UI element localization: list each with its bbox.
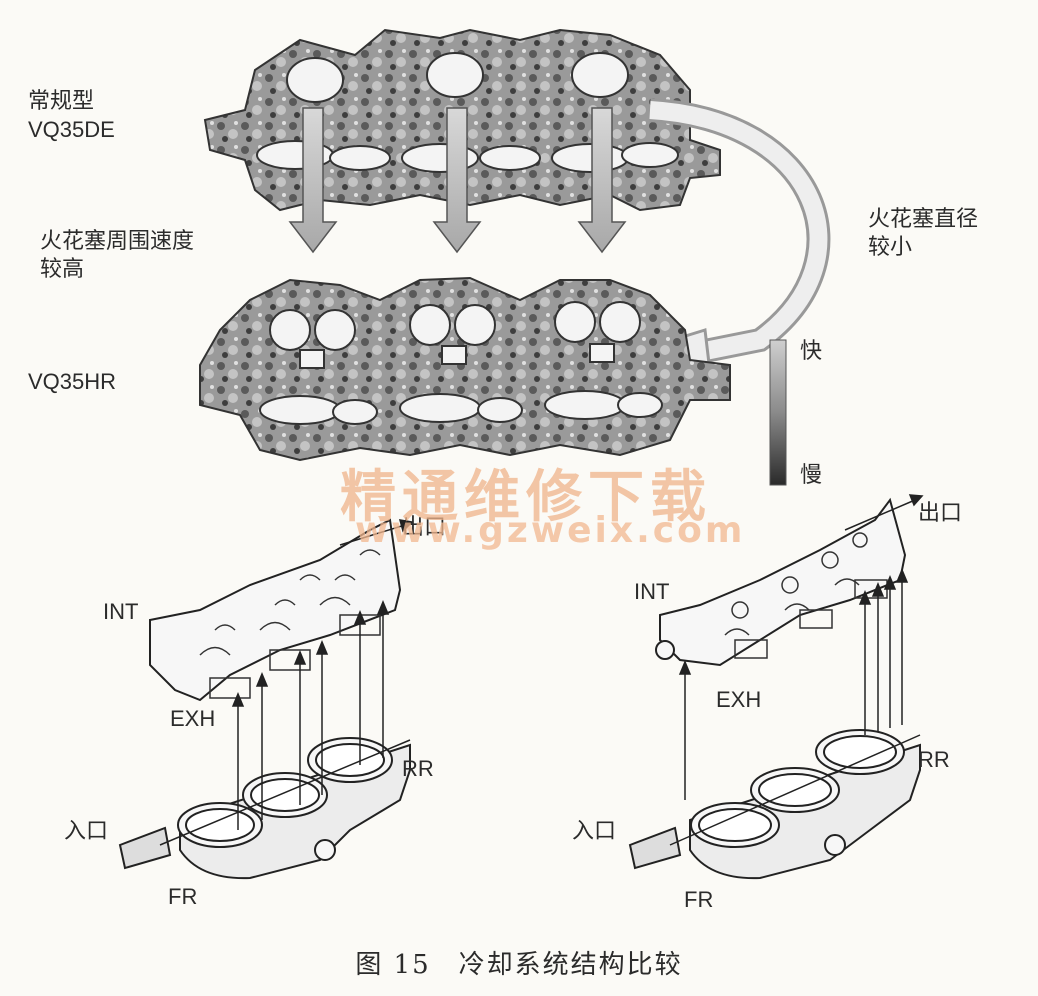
left-outlet-label: 出口 bbox=[402, 515, 447, 540]
left-inlet-label: 入口 bbox=[64, 819, 109, 844]
right-outlet-label: 出口 bbox=[918, 501, 963, 526]
spark-plug-arrows bbox=[288, 107, 627, 254]
vq35de-model-label: VQ35DE bbox=[28, 117, 115, 142]
right-int-label: INT bbox=[634, 579, 670, 604]
legend-slow-label: 慢 bbox=[800, 463, 823, 488]
right-jacket-lower bbox=[628, 729, 921, 880]
watermark-title: 精通维修下载 bbox=[340, 465, 712, 530]
right-inlet-label: 入口 bbox=[572, 819, 617, 844]
figure-title: 冷却系统结构比较 bbox=[458, 950, 683, 980]
left-jacket-upper bbox=[149, 518, 402, 702]
left-flow-arrows bbox=[159, 519, 414, 846]
left-exh-label: EXH bbox=[170, 706, 216, 731]
note-line-2: 较高 bbox=[40, 257, 85, 282]
right-rr-label: RR bbox=[918, 747, 950, 772]
note-line-1: 火花塞直径 bbox=[868, 207, 979, 232]
vq35de-label: 常规型 VQ35DE bbox=[28, 88, 115, 144]
note-line-2: 较小 bbox=[868, 235, 913, 260]
spark-plug-speed-note: 火花塞周围速度 较高 bbox=[40, 228, 194, 284]
figure-caption: 图 15 冷却系统结构比较 bbox=[0, 944, 1038, 981]
speed-legend-bar bbox=[769, 339, 787, 486]
left-fr-label: FR bbox=[168, 884, 198, 909]
left-int-label: INT bbox=[103, 599, 139, 624]
figure-number: 图 15 bbox=[355, 950, 431, 980]
right-fr-label: FR bbox=[684, 887, 714, 912]
left-jacket-lower bbox=[118, 737, 411, 880]
left-rr-label: RR bbox=[402, 756, 434, 781]
note-line-1: 火花塞周围速度 bbox=[40, 229, 195, 254]
conventional-type-label: 常规型 bbox=[28, 89, 95, 114]
vq35hr-cylinder-head bbox=[199, 276, 731, 462]
legend-fast-label: 快 bbox=[800, 339, 823, 364]
spark-plug-diameter-note: 火花塞直径 较小 bbox=[868, 206, 978, 262]
vq35hr-model-label: VQ35HR bbox=[28, 369, 117, 394]
right-exh-label: EXH bbox=[716, 687, 762, 712]
right-flow-arrows bbox=[669, 494, 924, 846]
watermark-url: www.gzweix.com bbox=[355, 510, 746, 551]
